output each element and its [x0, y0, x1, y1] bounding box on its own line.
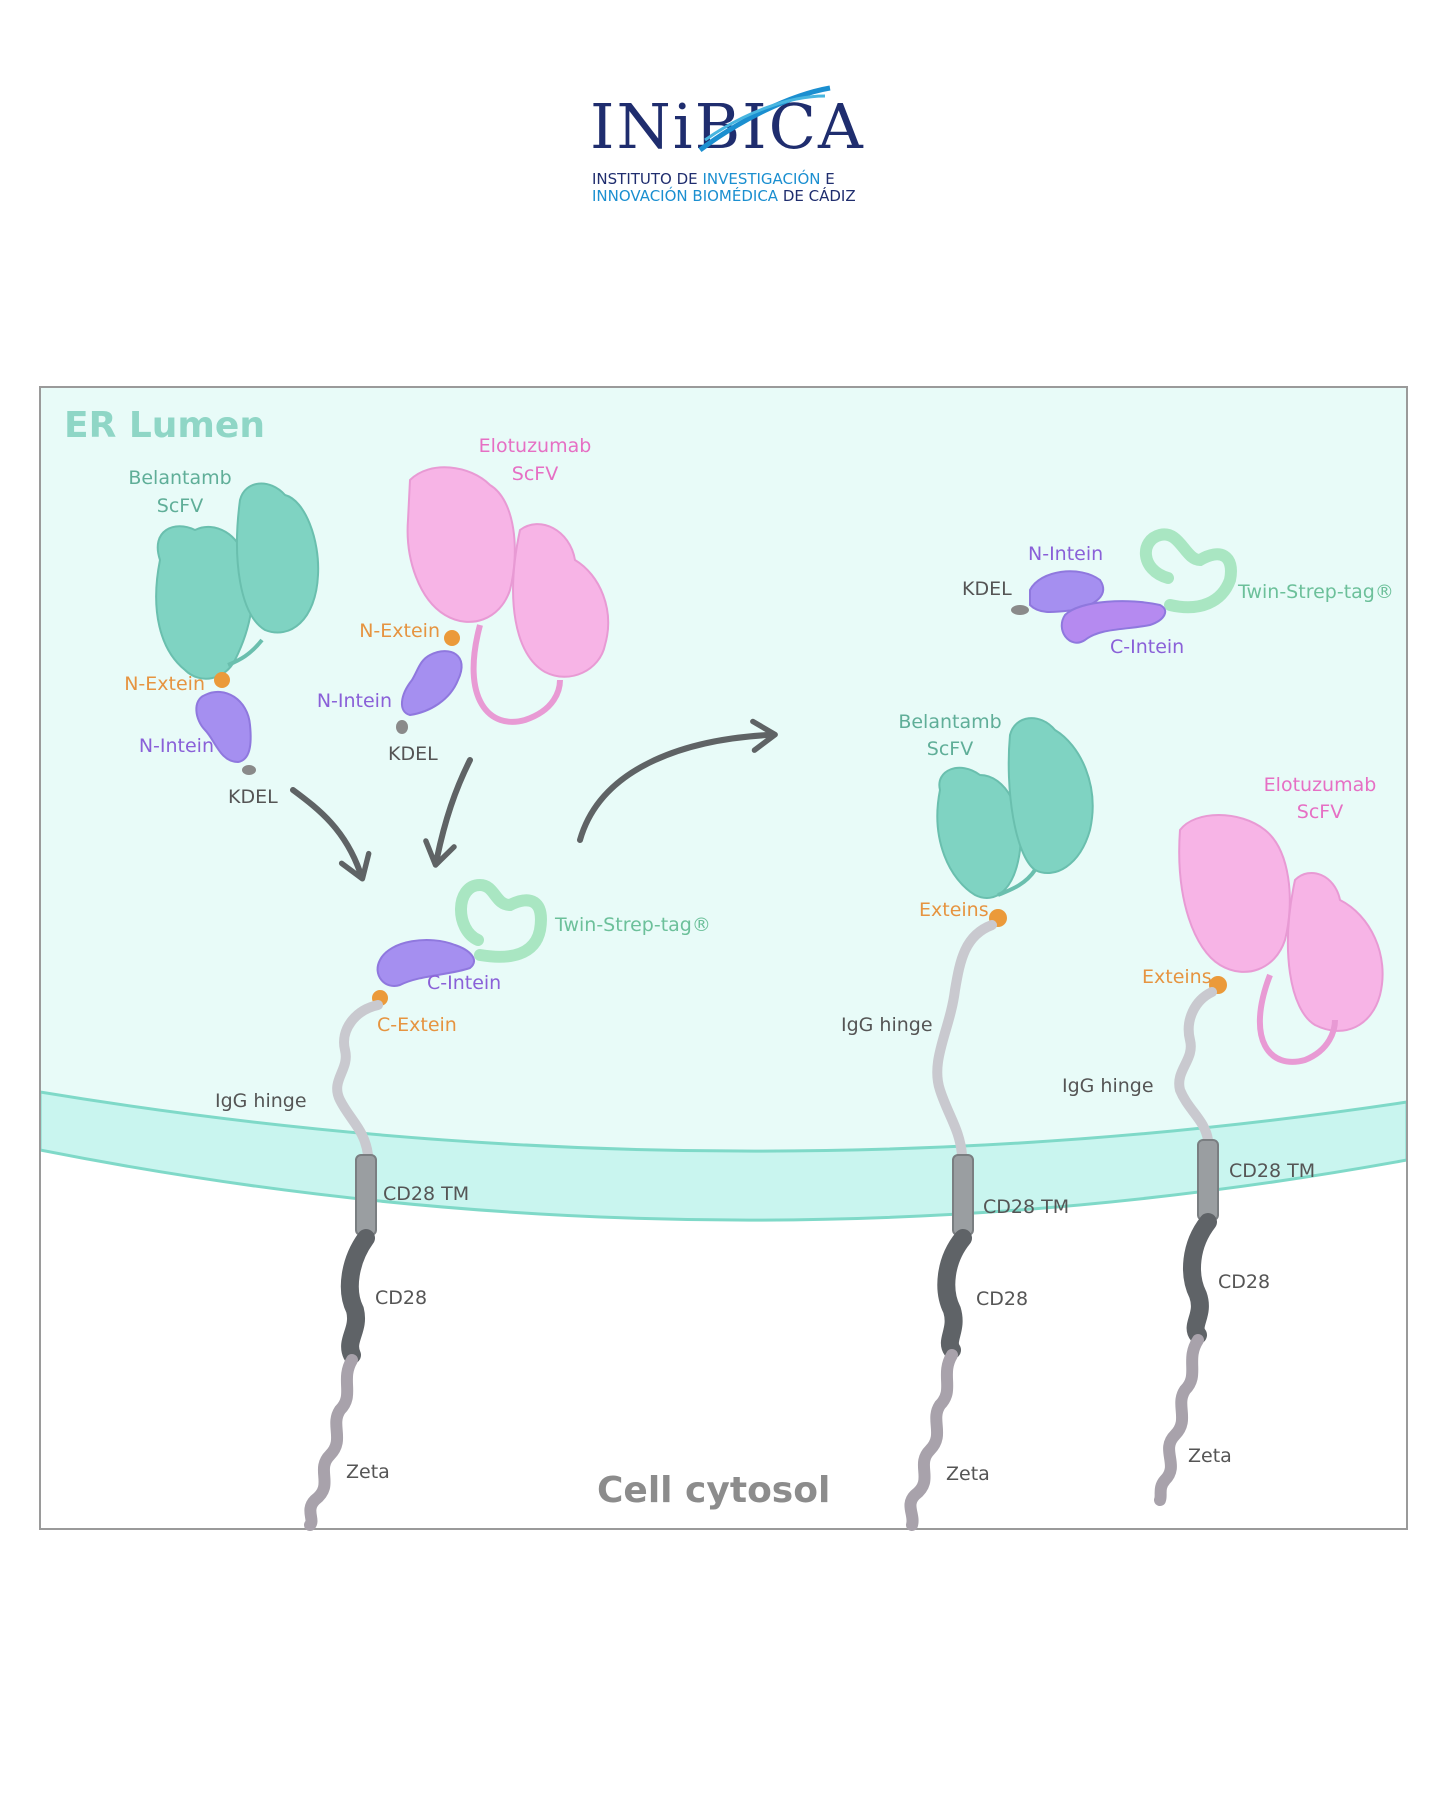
exteins-a-label: Exteins [919, 899, 989, 921]
elotuzumab-n-half: Elotuzumab ScFV N-Extein N-Intein KDEL [317, 435, 610, 765]
zeta-a [304, 1354, 358, 1531]
cd28-tm-b [952, 1154, 974, 1236]
belantamb-scfv-domain-1 [155, 525, 254, 680]
cell-cytosol-label: Cell cytosol [597, 1470, 830, 1511]
cd28-a [340, 1229, 375, 1364]
n-extein-a-dot [214, 672, 230, 688]
c-intein-a-label: C-Intein [427, 972, 501, 994]
igg-hinge-c [1174, 987, 1217, 1145]
kdel-b-tip [396, 720, 408, 734]
zeta-b [904, 1349, 958, 1531]
c-extein-label: C-Extein [377, 1014, 457, 1036]
twin-strep-b-label: Twin-Strep-tag® [1237, 581, 1394, 603]
igg-hinge-c-label: IgG hinge [1062, 1075, 1154, 1097]
kdel-c-label: KDEL [962, 578, 1012, 600]
elotuzumab-car-label-1: Elotuzumab [1264, 774, 1377, 796]
cd28-tm-a-label: CD28 TM [383, 1183, 469, 1205]
belantamb-car-domain-2 [1007, 717, 1094, 875]
logo-line1: INSTITUTO DE INVESTIGACIÓN E [592, 169, 835, 188]
belantamb-car-domain-1 [936, 766, 1022, 899]
igg-hinge-b [932, 920, 997, 1160]
elotuzumab-label-1: Elotuzumab [479, 435, 592, 457]
elotuzumab-scfv-domain-1 [406, 466, 516, 623]
twin-strep-tag-a-shape [455, 878, 547, 963]
cd28-a-label: CD28 [375, 1287, 427, 1309]
belantamb-car-label-1: Belantamb [898, 711, 1001, 733]
cd28-b [937, 1229, 972, 1359]
igg-hinge-b-label: IgG hinge [841, 1014, 933, 1036]
cd28-c [1183, 1213, 1217, 1344]
kdel-b-label: KDEL [388, 743, 438, 765]
elotuzumab-car-domain-1 [1178, 814, 1291, 973]
zeta-c-label: Zeta [1188, 1445, 1232, 1467]
belantamb-car: Belantamb ScFV Exteins IgG hinge CD28 TM… [841, 711, 1094, 1531]
elotuzumab-scfv-domain-2 [512, 523, 610, 678]
er-lumen-label: ER Lumen [64, 405, 265, 446]
zeta-c [1154, 1334, 1204, 1506]
igg-hinge-a [332, 1000, 383, 1160]
arrow-to-spliced [577, 718, 778, 843]
logo-line2-a: INNOVACIÓN BIOMÉDICA [592, 186, 779, 205]
n-intein-c-shape [1029, 570, 1105, 613]
zeta-b-label: Zeta [946, 1463, 990, 1485]
arrow-elotuzumab-down [423, 757, 473, 868]
twin-strep-a-label: Twin-Strep-tag® [554, 914, 711, 936]
car-c-half: Twin-Strep-tag® C-Intein C-Extein IgG hi… [215, 878, 711, 1531]
n-intein-a-shape [195, 690, 252, 764]
c-intein-c-shape [1060, 600, 1167, 644]
elotuzumab-car-domain-2 [1286, 871, 1384, 1032]
belantamb-car-label-2: ScFV [927, 738, 973, 760]
cell-membrane [40, 1090, 1407, 1222]
elotuzumab-car-label-2: ScFV [1297, 801, 1343, 823]
n-extein-a-label: N-Extein [124, 673, 205, 695]
exteins-b-label: Exteins [1142, 966, 1212, 988]
n-intein-b-label: N-Intein [317, 690, 392, 712]
logo-line2-b: DE CÁDIZ [778, 186, 856, 205]
zeta-a-label: Zeta [346, 1461, 390, 1483]
logo-swoosh [698, 85, 831, 153]
n-intein-a-label: N-Intein [139, 735, 214, 757]
igg-hinge-a-label: IgG hinge [215, 1090, 307, 1112]
cd28-tm-c-label: CD28 TM [1229, 1160, 1315, 1182]
inibica-logo: INiBICA INSTITUTO DE INVESTIGACIÓN E INN… [590, 85, 863, 205]
n-extein-b-dot [444, 630, 460, 646]
logo-line1-c: E [820, 170, 834, 188]
n-intein-b-shape [401, 650, 463, 717]
belantamb-scfv-domain-2 [236, 482, 320, 634]
released-intein-complex: N-Intein KDEL Twin-Strep-tag® C-Intein [962, 528, 1394, 658]
cd28-c-label: CD28 [1218, 1271, 1270, 1293]
cd28-b-label: CD28 [976, 1288, 1028, 1310]
logo-line2: INNOVACIÓN BIOMÉDICA DE CÁDIZ [592, 186, 856, 205]
twin-strep-tag-b-shape [1139, 528, 1237, 614]
cd28-tm-c [1197, 1139, 1219, 1221]
belantamb-n-half: Belantamb ScFV N-Extein N-Intein KDEL [124, 467, 320, 808]
elotuzumab-car: Elotuzumab ScFV Exteins IgG hinge CD28 T… [1062, 774, 1384, 1506]
cd28-tm-a [355, 1154, 377, 1236]
cd28-tm-b-label: CD28 TM [983, 1196, 1069, 1218]
n-intein-c-label: N-Intein [1028, 543, 1103, 565]
n-extein-b-label: N-Extein [359, 620, 440, 642]
frame-border [39, 386, 1408, 1530]
belantamb-label-1: Belantamb [128, 467, 231, 489]
kdel-a-label: KDEL [228, 786, 278, 808]
logo-line1-a: INSTITUTO DE [592, 170, 702, 188]
kdel-a-tip [242, 765, 256, 775]
c-intein-a-shape [376, 939, 475, 987]
elotuzumab-label-2: ScFV [512, 463, 558, 485]
arrow-belantamb-down [290, 787, 372, 882]
cytosol-region [40, 1150, 1407, 1529]
kdel-c-tip [1011, 605, 1029, 615]
belantamb-label-2: ScFV [157, 495, 203, 517]
logo-line1-b: INVESTIGACIÓN [702, 169, 820, 188]
c-intein-c-label: C-Intein [1110, 636, 1184, 658]
